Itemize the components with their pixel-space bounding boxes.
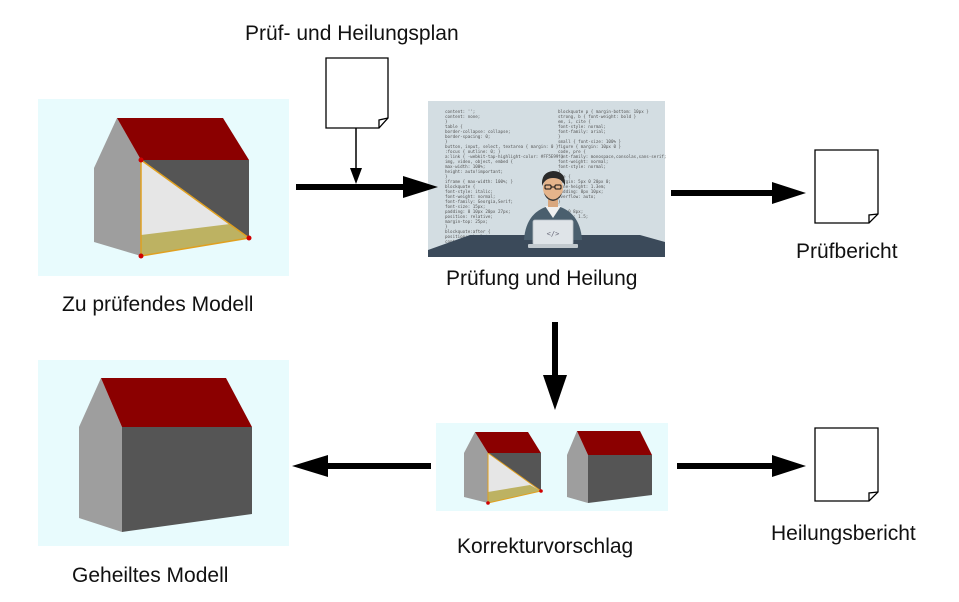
arrow-to-healing-report [677,455,806,477]
correction-label: Korrekturvorschlag [457,535,634,558]
house-hole-floor [141,224,249,256]
model-to-check-panel [38,99,289,276]
healing-report-document-icon [814,427,879,502]
code-line: height: auto!important; [445,169,503,174]
hole-edge-highlight [487,452,543,504]
code-line: table { [445,124,463,129]
code-line: } [558,199,561,204]
code-line: } [558,134,561,139]
code-line: content: ''; [445,109,475,114]
vertex-marker [138,157,144,163]
healed-model-panel [38,360,289,546]
code-line: } [558,169,561,174]
laptop-icon: </> [528,219,578,248]
programmer-screen: content: '';content: none;}table { borde… [428,101,666,257]
model-to-check-label: Zu prüfendes Modell [62,293,254,316]
house-with-hole-icon [94,118,252,259]
code-line: } [445,224,448,229]
code-line: blockquote:after { [445,229,491,234]
code-line: em, i, cite { [558,119,591,124]
code-line: margin: 5px 0 20px 0; [558,179,611,184]
code-line: pre { [558,174,571,179]
code-line: font-family: monospace,consolas,sans-ser… [558,154,666,159]
code-line: content: none; [445,114,480,119]
house-roof [577,431,652,455]
house-front-wall [122,427,252,532]
arrow-model-to-check [296,176,438,198]
correction-panel [436,423,668,511]
code-line: a:link { -webkit-tap-highlight-color: #F… [445,154,564,159]
code-line: font-family: Georgia,Serif; [445,199,513,204]
code-line: ng: 0 8px; [558,209,583,214]
programmer-head [543,176,563,200]
healed-model-label: Geheiltes Modell [72,564,229,587]
hole-edge-highlight [140,159,251,257]
vertex-marker [246,235,252,241]
programmer-collar [545,206,561,218]
code-line: line-height: 1.3em; [558,184,606,189]
arrow-check-to-correction [543,322,567,410]
laptop-base [528,244,578,248]
house-front-wall [588,455,652,503]
code-line: font-size: 15px; [445,204,485,209]
house-side-wall [567,431,588,503]
code-line: button, input, select, textarea { margin… [445,144,559,149]
code-line: strong, b { font-weight: bold } [558,114,637,119]
code-line: font-weight: normal; [558,159,608,164]
programmer-hair [541,171,566,186]
code-line: position: relative; [445,214,493,219]
code-line: border-collapse: collapse; [445,129,511,134]
programmer-beard [544,193,562,201]
house-hole-floor [488,485,541,503]
plan-document-icon [325,57,389,129]
check-and-heal-label: Prüfung und Heilung [446,267,638,290]
code-line: :focus { outline: 0; } [445,149,501,154]
laptop-symbol: </> [547,230,560,238]
house-side-wall [94,118,141,256]
code-line: } [445,174,448,179]
plan-label: Prüf- und Heilungsplan [245,22,459,45]
house-roof [101,378,252,427]
code-line: padding: 8px 10px; [558,189,603,194]
house-side-wall [79,378,122,532]
vertex-marker [539,489,543,493]
code-line: padding: 0 10px 20px 27px; [445,209,511,214]
check-report-document-icon [814,149,879,224]
code-column-right: blockquote p { margin-bottom: 10px }stro… [558,109,666,239]
code-line: max-width: 100%; [445,164,485,169]
arrow-plan-down [350,128,362,184]
correction-house-before-icon [464,432,543,505]
check-report-label: Prüfbericht [796,240,898,263]
vertex-marker [486,501,490,505]
code-line: font-style: normal; [558,164,606,169]
programmer-neck [548,198,558,207]
glasses-icon [544,184,562,190]
house-side-wall [464,432,488,503]
code-line: font-style: italic; [445,189,493,194]
house-roof [475,432,541,453]
healed-house-icon [79,378,252,532]
code-line: border-spacing: 0; [445,134,490,139]
code-line: } [445,139,448,144]
code-line: font-style: normal; [558,124,606,129]
code-line: font-family: arial; [558,129,606,134]
code-line: margin-top: 25px; [445,219,488,224]
healing-report-label: Heilungsbericht [771,522,916,545]
code-line: font-weight: normal; [445,194,495,199]
code-line: blockquote { [445,184,476,189]
code-line: overflow: auto; [558,194,596,199]
code-line: } [445,119,448,124]
correction-house-after-icon [567,431,652,503]
arrow-to-check-report [671,182,806,204]
code-line: iframe { max-width: 100%; } [445,179,514,184]
code-line: code, pre { [558,149,586,154]
code-line: blockquote p { margin-bottom: 10px } [558,109,649,114]
house-roof [117,118,249,160]
code-line: figure { margin: 10px 0 } [558,144,622,149]
arrow-correction-to-healed [292,455,431,477]
code-line: img, video, object, embed { [445,159,514,164]
vertex-marker [138,253,144,259]
code-line: small { font-size: 100% } [558,139,622,144]
